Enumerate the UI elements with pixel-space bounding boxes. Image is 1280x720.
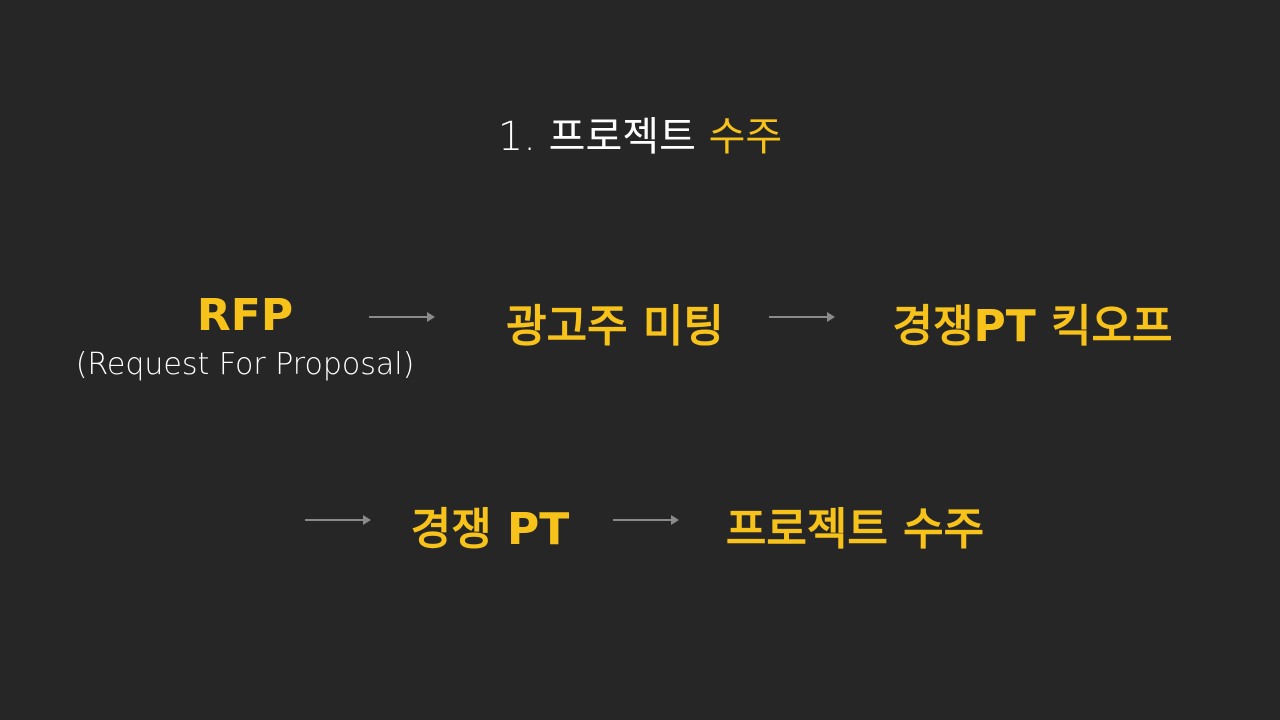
step-rfp: RFP: [196, 290, 294, 341]
arrow-right-icon: [305, 515, 371, 525]
slide-title: 1. 프로젝트 수주: [0, 104, 1280, 162]
step-client-meeting: 광고주 미팅: [506, 301, 724, 352]
arrow-right-icon: [769, 312, 835, 322]
step-competitive-pt: 경쟁 PT: [410, 504, 570, 555]
slide-title-highlight: 수주: [708, 114, 783, 160]
step-rfp-subtitle: (Request For Proposal): [75, 347, 415, 382]
arrow-right-icon: [613, 515, 679, 525]
step-pt-kickoff: 경쟁PT 킥오프: [892, 301, 1173, 352]
arrow-right-icon: [369, 312, 435, 322]
slide-title-prefix: 1. 프로젝트: [497, 114, 709, 160]
step-project-win: 프로젝트 수주: [725, 504, 985, 555]
